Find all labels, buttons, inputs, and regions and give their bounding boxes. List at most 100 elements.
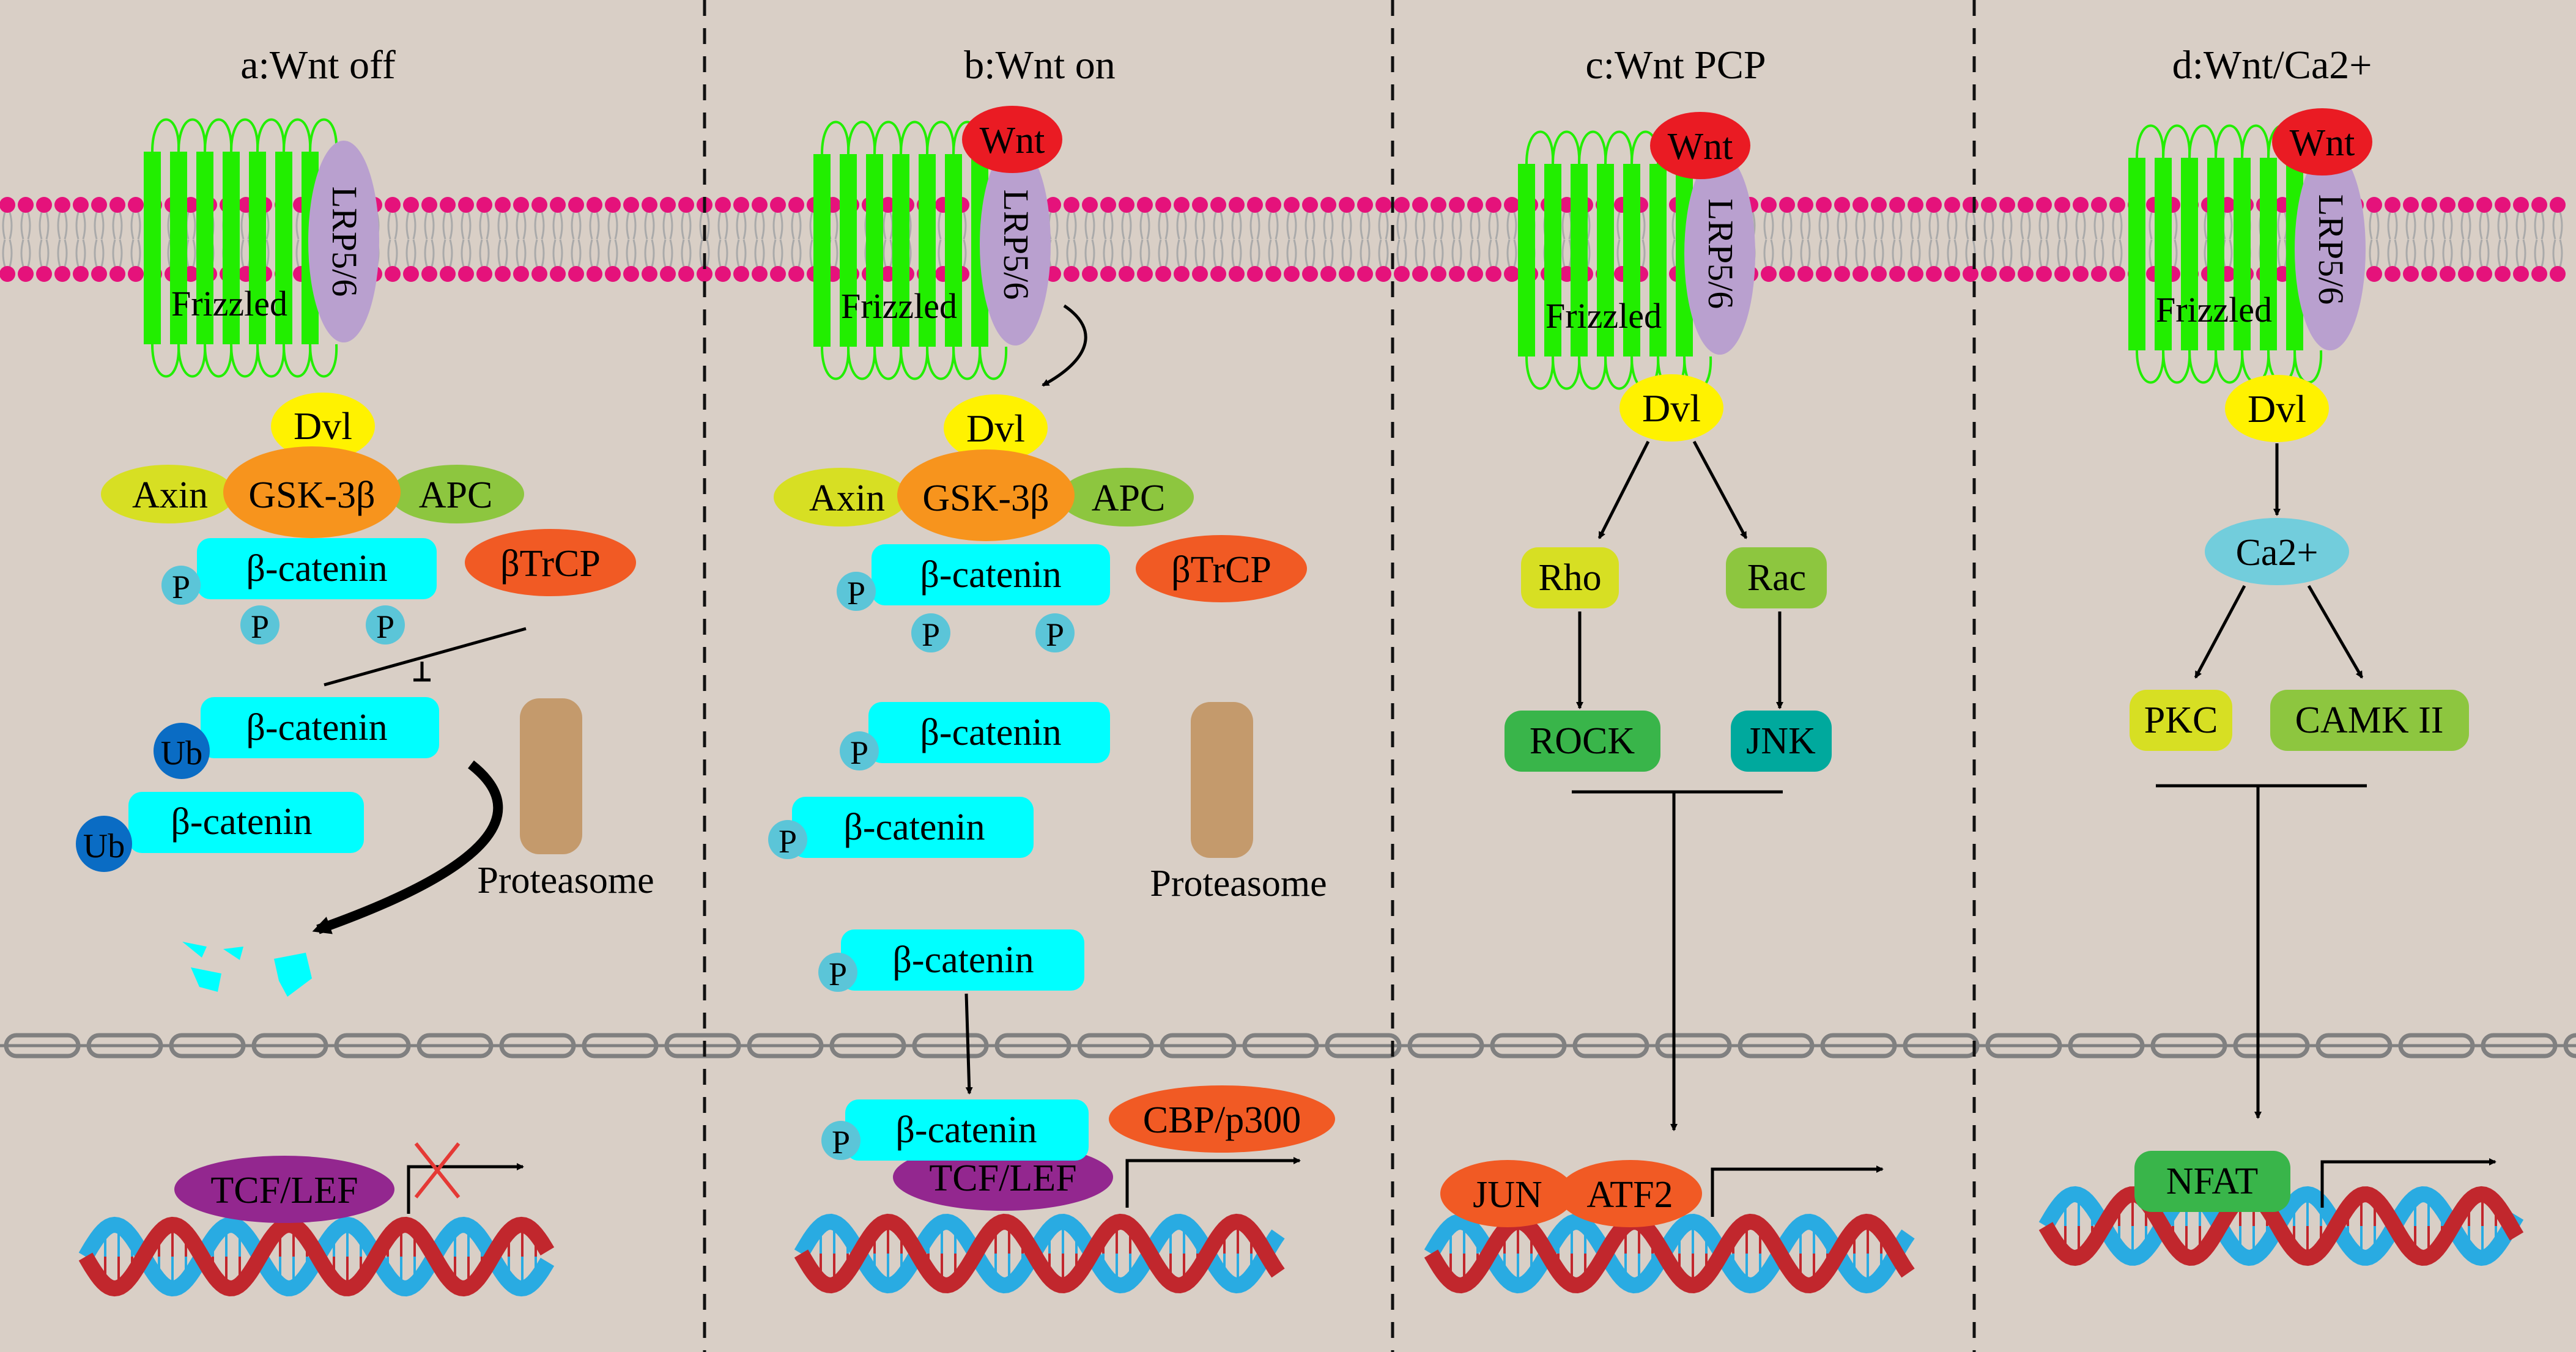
panel-d-title: d:Wnt/Ca2+ [2172, 43, 2372, 87]
dna-helix-a [78, 1216, 555, 1297]
free-beta-catenin-label: β-catenin [920, 712, 1061, 753]
tcf-lef-label: TCF/LEF [929, 1158, 1076, 1199]
panel-a: a:Wnt off Dvl Axin APC GSK-3β β-catenin … [76, 43, 654, 1297]
axin-node [774, 468, 908, 526]
axin-node [101, 465, 235, 523]
phospho-badge [837, 572, 876, 611]
free-beta-catenin [792, 797, 1034, 858]
nuclear-beta-catenin [841, 929, 1084, 991]
pkc-node [2130, 690, 2232, 751]
ca-label: Ca2+ [2236, 532, 2319, 574]
wnt-label: Wnt [1668, 126, 1733, 168]
camk-ii-label: CAMK II [2295, 700, 2444, 741]
axin-label: Axin [809, 478, 885, 519]
apc-node [1059, 468, 1194, 526]
proteasome-label: Proteasome [1150, 863, 1327, 904]
ca-to-pkc-arrow [2194, 585, 2246, 679]
phospho-badge [161, 566, 201, 605]
panel-a-title: a:Wnt off [240, 43, 396, 87]
phospho-badge [768, 820, 807, 859]
ubiquitin-label: Ub [161, 734, 202, 772]
nuclear-entry-arrow [964, 993, 973, 1095]
dvl-node [271, 393, 375, 460]
apc-node [390, 465, 524, 523]
beta-catenin-complex [197, 538, 437, 599]
lrp5-6-label: LRP5/6 [1701, 199, 1741, 309]
cbp-p300-node [1109, 1085, 1335, 1153]
rho-node [1521, 547, 1619, 608]
beta-catenin-label: β-catenin [246, 548, 387, 589]
dvl-label: Dvl [294, 404, 352, 448]
lrp5-6-receptor: LRP5/6 [308, 141, 379, 342]
degradation-arrow [312, 760, 503, 934]
free-beta-catenin-label: β-catenin [843, 807, 985, 848]
phospho-label: P [376, 608, 394, 645]
frizzled-receptor: Frizzled [144, 118, 338, 378]
phospho-badge [911, 613, 950, 652]
phospho-badge [840, 731, 879, 770]
frizzled-label: Frizzled [1545, 296, 1662, 336]
apc-label: APC [1092, 478, 1166, 519]
transcription-arrow [1711, 1165, 1884, 1217]
ligand-group: Wnt Wnt Wnt [962, 106, 2372, 179]
apc-label: APC [419, 475, 493, 516]
dvl-to-rac-arrow [1692, 440, 1748, 539]
dvl-node [944, 394, 1048, 462]
ubiquitin-label: Ub [83, 827, 125, 865]
beta-catenin-complex [872, 544, 1110, 605]
tcf-lef-node [174, 1156, 394, 1223]
phospho-label: P [251, 608, 269, 645]
gsk3b-node [223, 446, 401, 538]
nuclear-membrane [0, 1033, 2576, 1058]
wnt-ligand: Wnt [2272, 108, 2372, 175]
atf2-node [1558, 1160, 1702, 1227]
panel-b: b:Wnt on Dvl Axin APC GSK-3β β-catenin P… [768, 43, 1335, 1294]
transcription-arrow [2320, 1158, 2496, 1208]
jnk-label: JNK [1746, 720, 1816, 762]
panel-c: c:Wnt PCP Dvl Rho Rac ROCK JNK JUN ATF2 [1424, 43, 1915, 1294]
wnt-ligand: Wnt [962, 106, 1062, 173]
transcription-arrow [1125, 1157, 1301, 1208]
phospho-badge [818, 953, 857, 992]
tcf-lef-label: TCF/LEF [210, 1170, 358, 1211]
panel-d: d:Wnt/Ca2+ Dvl Ca2+ PKC CAMK II NFAT [2038, 43, 2524, 1266]
ubiquitin-badge [76, 816, 132, 872]
phospho-label: P [172, 569, 190, 605]
pkc-label: PKC [2144, 700, 2218, 741]
free-beta-catenin [868, 702, 1110, 763]
wnt-label: Wnt [980, 120, 1045, 161]
panel-b-title: b:Wnt on [964, 43, 1115, 87]
gsk3b-label: GSK-3β [922, 478, 1049, 519]
phospho-label: P [779, 823, 797, 860]
phospho-badge [821, 1121, 861, 1160]
dvl-node [1619, 374, 1723, 441]
frizzled-receptor: Frizzled [813, 120, 1008, 380]
dvl-label: Dvl [2248, 387, 2306, 430]
proteasome [520, 698, 582, 854]
cbp-p300-label: CBP/p300 [1143, 1099, 1301, 1141]
rock-node [1505, 711, 1660, 772]
jnk-node [1731, 711, 1832, 772]
panel-c-title: c:Wnt PCP [1585, 43, 1766, 87]
proteasome-label: Proteasome [477, 860, 654, 901]
tf-beta-catenin-label: β-catenin [895, 1109, 1037, 1151]
frizzled-label: Frizzled [841, 286, 957, 326]
frizzled-label: Frizzled [171, 284, 287, 323]
atf2-label: ATF2 [1586, 1174, 1673, 1216]
camk-ii-node [2270, 690, 2469, 751]
block-x-icon [414, 1142, 461, 1199]
phospho-label: P [829, 956, 847, 992]
activation-arrow [1042, 304, 1087, 387]
inhibition-arrow [324, 627, 527, 687]
btrcp-node [1136, 535, 1307, 602]
proteasome [1191, 702, 1253, 858]
phospho-label: P [847, 575, 865, 611]
rho-label: Rho [1538, 557, 1601, 599]
ub-beta-catenin [128, 792, 364, 853]
dna-helix-b [794, 1213, 1285, 1294]
phospho-label: P [1046, 616, 1064, 653]
phospho-label: P [922, 616, 940, 653]
panel-dividers [703, 0, 1976, 1352]
rock-label: ROCK [1530, 720, 1635, 762]
